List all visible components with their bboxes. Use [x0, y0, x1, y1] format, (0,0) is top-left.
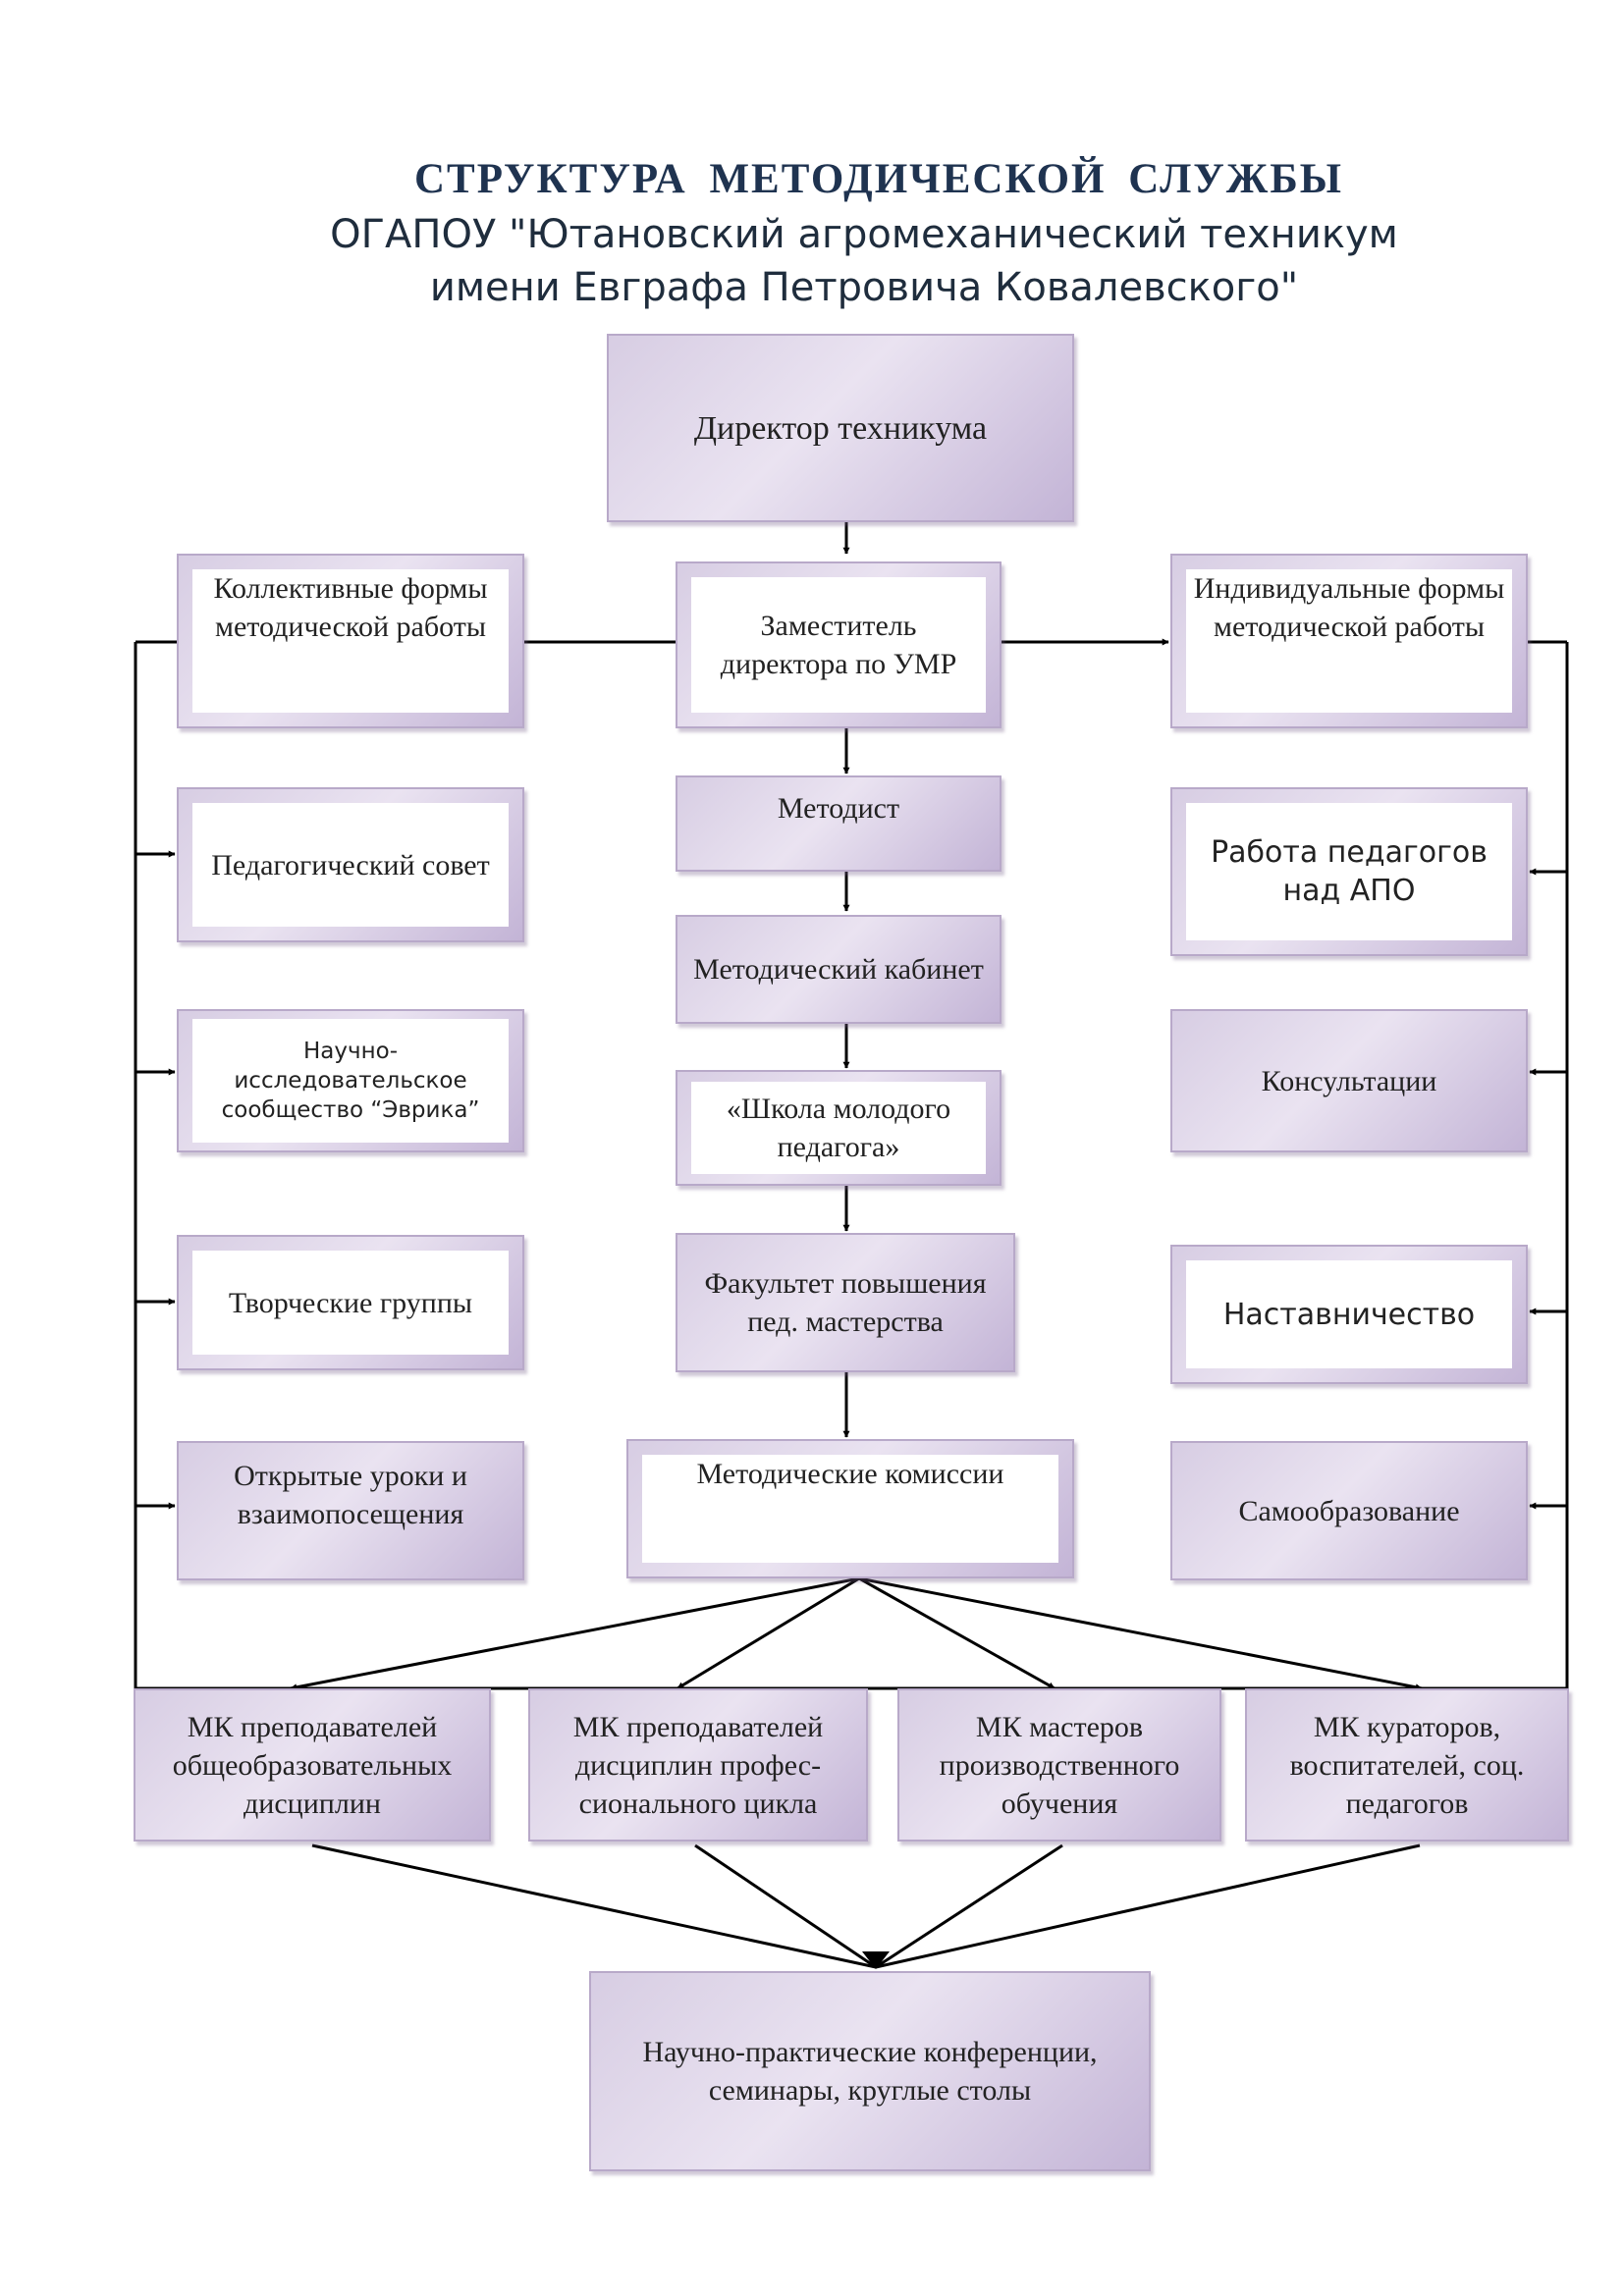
line-mk-general-conf — [311, 1843, 877, 1969]
apo-work-inner: Работа педагогов над АПО — [1186, 803, 1512, 940]
arrow-commissions-mk-professional — [677, 1576, 860, 1690]
arrow-commissions-mk-curators — [858, 1576, 1423, 1691]
diagram-subtitle: ОГАПОУ "Ютановский агромеханический техн… — [0, 208, 1624, 314]
deputy-label: Заместитель директора по УМР — [720, 610, 957, 680]
young-teacher-school-label: «Школа молодого педагога» — [726, 1093, 951, 1163]
faculty-box: Факультет повышения пед. мастерства — [676, 1233, 1015, 1372]
research-society-inner: Научно-исследовательское сообщество “Эвр… — [192, 1019, 509, 1143]
collective-forms-label: Коллективные формы методической работы — [213, 572, 488, 643]
open-lessons-label: Открытые уроки и взаимопосещения — [234, 1460, 467, 1530]
mk-general-label: МК преподавателей общеобразовательных ди… — [172, 1710, 453, 1820]
individual-forms-label: Индивидуальные формы методической работы — [1193, 572, 1505, 643]
individual-forms-box: Индивидуальные формы методической работы — [1170, 554, 1528, 728]
subtitle-line-2: имени Евграфа Петровича Ковалевского" — [429, 265, 1299, 310]
individual-forms-inner: Индивидуальные формы методической работы — [1186, 569, 1512, 713]
mk-curators-label: МК кураторов, воспитателей, соц. педагог… — [1289, 1710, 1525, 1820]
mk-masters-label: МК мастеров производственного обучения — [939, 1710, 1180, 1820]
ped-council-box: Педагогический совет — [177, 787, 524, 942]
self-education-label: Самообразование — [1238, 1494, 1460, 1527]
line-mk-curators-conf — [875, 1843, 1421, 1969]
mentoring-inner: Наставничество — [1186, 1260, 1512, 1368]
deputy-inner: Заместитель директора по УМР — [691, 577, 986, 713]
conferences-label: Научно-практические конференции, семинар… — [642, 2036, 1098, 2107]
ped-council-inner: Педагогический совет — [192, 803, 509, 927]
line-mk-masters-conf — [875, 1843, 1063, 1969]
method-commissions-inner: Методические комиссии — [642, 1455, 1058, 1563]
director-box: Директор техникума — [607, 334, 1074, 522]
apo-work-label: Работа педагогов над АПО — [1211, 835, 1488, 908]
creative-groups-box: Творческие группы — [177, 1235, 524, 1370]
conference-arrowhead — [862, 1951, 890, 1969]
mentoring-label: Наставничество — [1222, 1297, 1476, 1332]
young-teacher-school-inner: «Школа молодого педагога» — [691, 1082, 986, 1174]
creative-groups-inner: Творческие группы — [192, 1251, 509, 1355]
mk-curators-box: МК кураторов, воспитателей, соц. педагог… — [1245, 1688, 1569, 1842]
research-society-box: Научно-исследовательское сообщество “Эвр… — [177, 1009, 524, 1152]
collective-forms-box: Коллективные формы методической работы — [177, 554, 524, 728]
mk-professional-label: МК преподавателей дисциплин профес-сиона… — [572, 1710, 824, 1820]
collective-forms-inner: Коллективные формы методической работы — [192, 569, 509, 713]
methodist-label: Методист — [777, 792, 900, 825]
diagram-title: СТРУКТУРА МЕТОДИЧЕСКОЙ СЛУЖБЫ — [414, 156, 1343, 202]
method-cabinet-box: Методический кабинет — [676, 915, 1001, 1024]
conferences-box: Научно-практические конференции, семинар… — [589, 1971, 1151, 2171]
open-lessons-box: Открытые уроки и взаимопосещения — [177, 1441, 524, 1580]
line-mk-professional-conf — [694, 1843, 877, 1969]
method-commissions-box: Методические комиссии — [626, 1439, 1074, 1578]
deputy-box: Заместитель директора по УМР — [676, 561, 1001, 728]
arrow-commissions-mk-masters — [858, 1576, 1056, 1690]
creative-groups-label: Творческие группы — [228, 1286, 473, 1319]
consultations-box: Консультации — [1170, 1009, 1528, 1152]
ped-council-label: Педагогический совет — [211, 848, 490, 881]
young-teacher-school-box: «Школа молодого педагога» — [676, 1070, 1001, 1186]
methodist-box: Методист — [676, 775, 1001, 872]
mk-masters-box: МК мастеров производственного обучения — [897, 1688, 1221, 1842]
mentoring-box: Наставничество — [1170, 1245, 1528, 1384]
consultations-label: Консультации — [1261, 1064, 1437, 1097]
self-education-box: Самообразование — [1170, 1441, 1528, 1580]
mk-professional-box: МК преподавателей дисциплин профес-сиона… — [528, 1688, 868, 1842]
research-society-label: Научно-исследовательское сообщество “Эвр… — [221, 1039, 480, 1123]
method-cabinet-label: Методический кабинет — [693, 953, 984, 986]
method-commissions-label: Методические комиссии — [696, 1458, 1004, 1490]
arrow-commissions-mk-general — [290, 1576, 860, 1691]
director-label: Директор техникума — [693, 409, 988, 447]
faculty-label: Факультет повышения пед. мастерства — [704, 1267, 987, 1338]
mk-general-box: МК преподавателей общеобразовательных ди… — [134, 1688, 491, 1842]
subtitle-line-1: ОГАПОУ "Ютановский агромеханический техн… — [330, 212, 1398, 257]
apo-work-box: Работа педагогов над АПО — [1170, 787, 1528, 956]
